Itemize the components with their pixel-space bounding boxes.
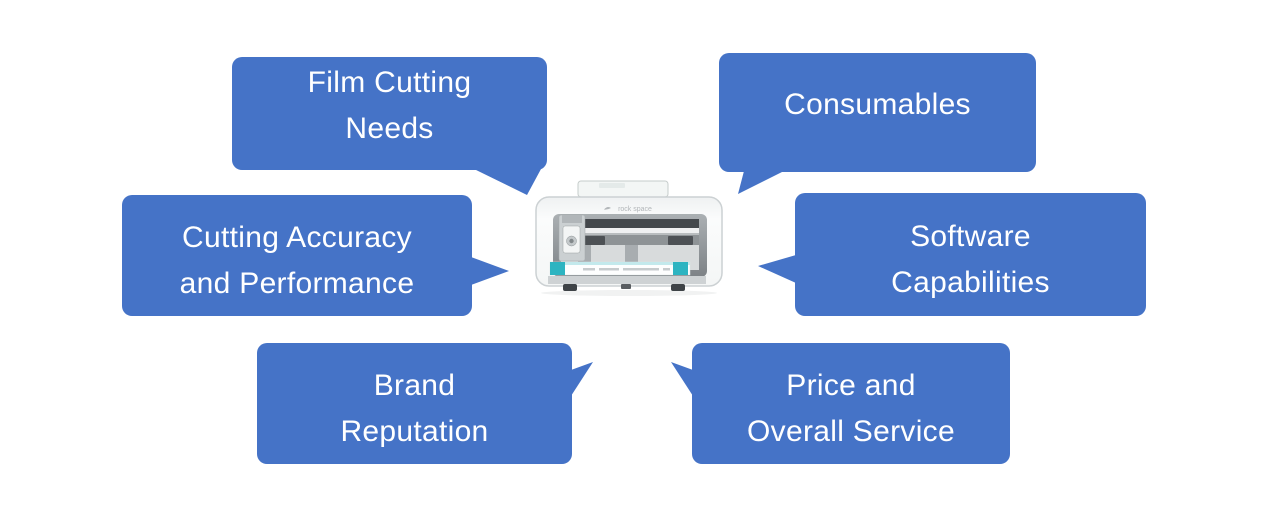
cutting-head (558, 214, 586, 262)
callout-text-line: Software (910, 219, 1031, 253)
callout-film-cutting-needs: Film Cutting Needs (232, 57, 547, 170)
callout-consumables: Consumables (719, 53, 1036, 172)
callout-price-and-overall-service: Price and Overall Service (692, 343, 1010, 464)
callout-text-line: Needs (345, 111, 434, 145)
callout-text-line: and Performance (179, 266, 415, 300)
callout-software-capabilities: Software Capabilities (795, 193, 1146, 316)
callout-text-line: Cutting Accuracy (182, 220, 412, 254)
device-brand: rock space (604, 206, 652, 213)
device-shadow (541, 290, 717, 296)
callout-tail (474, 169, 541, 195)
callout-tail (738, 171, 784, 194)
callout-cutting-accuracy-and-performance: Cutting Accuracy and Performance (122, 195, 472, 316)
callout-text-line: Price and (786, 368, 916, 402)
callout-text-line: Reputation (340, 414, 489, 448)
device-feet (563, 284, 685, 291)
callout-text-line: Capabilities (891, 265, 1050, 299)
screen-protector-film (549, 261, 691, 276)
device-brand-text: rock space (618, 206, 652, 213)
callout-tail (471, 257, 509, 285)
callout-tail (671, 362, 693, 396)
callout-brand-reputation: Brand Reputation (257, 343, 572, 464)
callout-text-line: Overall Service (747, 414, 955, 448)
device-base (548, 276, 706, 284)
rockspace-logo-icon (604, 207, 611, 210)
callout-text-line: Consumables (784, 87, 971, 121)
film-cutting-machine-icon: rock space (535, 180, 723, 296)
callout-text-line: Film Cutting (307, 65, 472, 99)
callout-tail (571, 362, 593, 396)
callout-text-line: Brand (373, 368, 456, 402)
callout-tail (758, 255, 796, 283)
device-lid (577, 180, 669, 198)
